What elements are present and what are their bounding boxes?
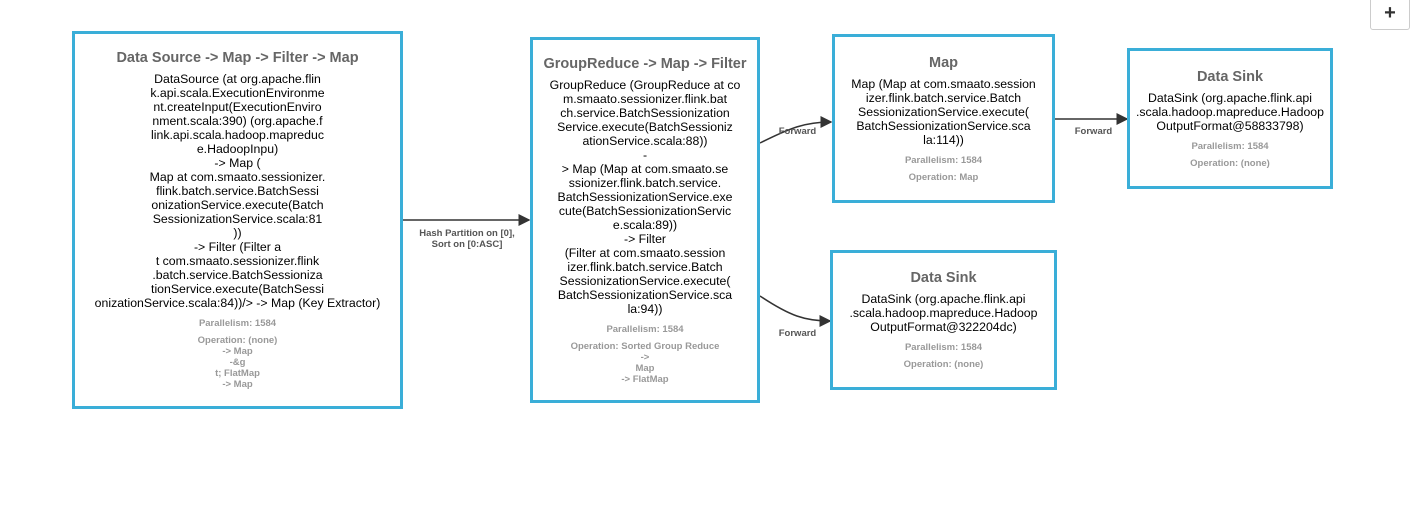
node-data-source[interactable]: Data Source -> Map -> Filter -> Map Data… [72,31,403,409]
edge-groupreduce-to-sink2 [759,295,832,327]
node-parallelism: Parallelism: 1584 [904,154,983,166]
node-description: GroupReduce (GroupReduce at co m.smaato.… [549,77,741,316]
zoom-in-button[interactable]: + [1370,0,1410,30]
node-title: Data Sink [910,270,977,286]
edge-label-forward: Forward [1074,126,1113,137]
edge-label-hash-partition: Hash Partition on [0], Sort on [0:ASC] [419,228,515,250]
node-parallelism: Parallelism: 1584 [606,323,684,335]
node-description: DataSink (org.apache.flink.api .scala.ha… [849,292,1038,334]
node-parallelism: Parallelism: 1584 [904,342,983,353]
node-groupreduce[interactable]: GroupReduce -> Map -> Filter GroupReduce… [530,37,760,403]
node-map[interactable]: Map Map (Map at com.smaato.session izer.… [832,34,1055,203]
node-data-sink-2[interactable]: Data Sink DataSink (org.apache.flink.api… [830,250,1057,390]
edge-groupreduce-to-map [759,116,833,144]
node-operation: Operation: (none) [1190,157,1270,169]
node-operation: Operation: Map [908,171,979,183]
node-description: DataSink (org.apache.flink.api .scala.ha… [1135,90,1324,133]
node-title: Data Sink [1196,68,1264,85]
edge-label-forward: Forward [778,328,817,339]
node-description: DataSource (at org.apache.flin k.api.sca… [94,72,381,310]
node-title: GroupReduce -> Map -> Filter [543,55,747,72]
node-parallelism: Parallelism: 1584 [198,318,277,329]
node-parallelism: Parallelism: 1584 [1191,140,1269,152]
node-title: Data Source -> Map -> Filter -> Map [116,50,359,66]
node-data-sink-1[interactable]: Data Sink DataSink (org.apache.flink.api… [1127,48,1333,189]
node-operation: Operation: (none) -> Map -&g t; FlatMap … [197,335,278,390]
node-operation: Operation: Sorted Group Reduce -> Map ->… [570,340,720,385]
node-title: Map [929,54,958,71]
edge-label-forward: Forward [778,126,817,137]
node-description: Map (Map at com.smaato.session izer.flin… [851,76,1036,147]
node-operation: Operation: (none) [903,359,984,370]
